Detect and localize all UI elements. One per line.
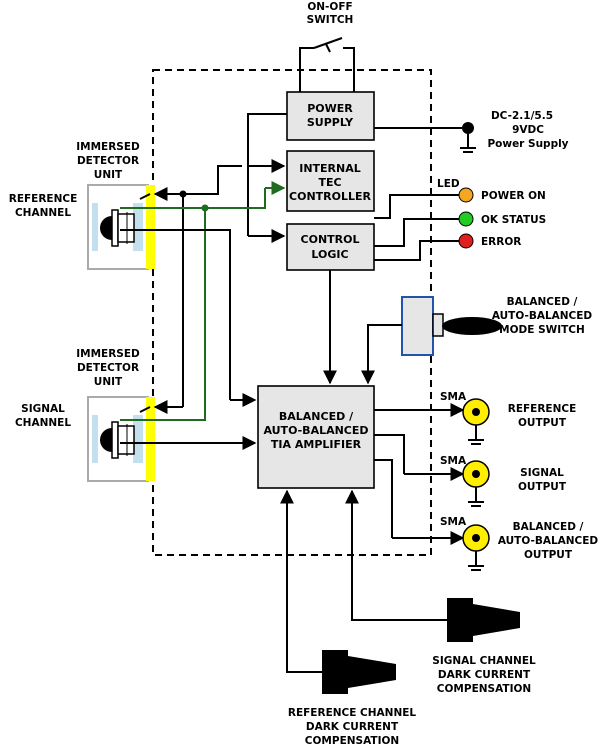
sig-window: [146, 397, 155, 481]
dc-jack-icon: [462, 122, 474, 134]
reference-detector-unit: IMMERSED DETECTOR UNIT REFERENCE CHANNEL: [9, 141, 155, 270]
mode-switch-knob-icon: [442, 317, 502, 335]
mode-switch-body: [401, 296, 434, 356]
signal-detector-unit: IMMERSED DETECTOR UNIT SIGNAL CHANNEL: [15, 348, 155, 482]
switch-label-1: ON-OFF: [307, 1, 352, 13]
tia-amplifier-block: BALANCED / AUTO-BALANCED TIA AMPLIFIER: [257, 385, 375, 489]
led-error-label: ERROR: [481, 236, 521, 248]
ref-channel-label-2: CHANNEL: [15, 207, 71, 219]
signal-comp-label-1: SIGNAL CHANNEL: [432, 655, 536, 667]
led-title: LED: [437, 178, 460, 190]
signal-comp-label-3: COMPENSATION: [437, 683, 531, 695]
control-logic-block: CONTROL LOGIC: [286, 223, 375, 271]
ref-channel-label-1: REFERENCE: [9, 193, 78, 205]
switch-lever: [313, 37, 343, 49]
ref-comp-label-1: REFERENCE CHANNEL: [288, 707, 417, 719]
ref-detector-title-2: DETECTOR: [77, 155, 139, 167]
led-ok-status-label: OK STATUS: [481, 214, 546, 226]
led-power-on-label: POWER ON: [481, 190, 546, 202]
ref-lens-icon: [100, 216, 112, 240]
sig-lens-icon: [100, 428, 112, 452]
power-supply-block: POWER SUPPLY: [286, 91, 375, 141]
sig-output-label-2: OUTPUT: [518, 481, 567, 493]
ref-detector-title-1: IMMERSED: [76, 141, 140, 153]
ref-comp-label-2: DARK CURRENT: [306, 721, 399, 733]
ref-output-label-1: REFERENCE: [508, 403, 577, 415]
tia-label-1: BALANCED /: [279, 410, 354, 423]
mode-switch[interactable]: BALANCED / AUTO-BALANCED MODE SWITCH: [401, 296, 593, 356]
control-label-1: CONTROL: [301, 233, 360, 246]
tec-controller-block: INTERNAL TEC CONTROLLER: [286, 150, 375, 212]
sig-channel-label-2: CHANNEL: [15, 417, 71, 429]
sma-ref-label: SMA: [440, 391, 467, 403]
sma-signal-output: SMA SIGNAL OUTPUT: [440, 455, 567, 507]
power-supply-label-2: SUPPLY: [307, 116, 354, 129]
control-label-2: LOGIC: [311, 248, 348, 261]
sig-detector-title-2: DETECTOR: [77, 362, 139, 374]
ref-window: [146, 185, 155, 269]
on-off-switch[interactable]: ON-OFF SWITCH: [299, 1, 355, 92]
sig-output-label-1: SIGNAL: [520, 467, 564, 479]
ref-output-label-2: OUTPUT: [518, 417, 567, 429]
dc-label-1: DC-2.1/5.5: [491, 110, 553, 122]
reference-knob-icon: [322, 650, 348, 694]
power-on-led-icon: [458, 187, 474, 203]
switch-label-2: SWITCH: [307, 14, 354, 26]
ok-status-led-icon: [458, 211, 474, 227]
sig-detector-title-3: UNIT: [94, 376, 123, 388]
ref-comp-label-3: COMPENSATION: [305, 735, 399, 747]
sma-sig-label: SMA: [440, 455, 467, 467]
ref-detector-title-3: UNIT: [94, 169, 123, 181]
error-led-icon: [458, 233, 474, 249]
tia-label-3: TIA AMPLIFIER: [271, 438, 362, 451]
mode-switch-label-3: MODE SWITCH: [499, 324, 585, 336]
dc-power-jack: DC-2.1/5.5 9VDC Power Supply: [374, 110, 569, 153]
sma-bal-label: SMA: [440, 516, 467, 528]
bal-output-label-3: OUTPUT: [524, 549, 573, 561]
tec-label-1: INTERNAL: [299, 162, 361, 175]
sig-detector-title-1: IMMERSED: [76, 348, 140, 360]
mode-switch-label-1: BALANCED /: [507, 296, 578, 308]
tec-label-2: TEC: [318, 176, 341, 189]
signal-knob-icon: [447, 598, 473, 642]
mode-switch-label-2: AUTO-BALANCED: [492, 310, 593, 322]
signal-compensation-knob[interactable]: SIGNAL CHANNEL DARK CURRENT COMPENSATION: [345, 489, 536, 695]
led-indicators: LED POWER ON OK STATUS ERROR: [374, 178, 546, 261]
sig-channel-label-1: SIGNAL: [21, 403, 65, 415]
bal-output-label-1: BALANCED /: [513, 521, 584, 533]
dc-label-2: 9VDC: [512, 124, 544, 136]
power-supply-label-1: POWER: [307, 102, 353, 115]
tec-label-3: CONTROLLER: [289, 190, 371, 203]
sma-reference-output: SMA REFERENCE OUTPUT: [440, 391, 577, 445]
tia-label-2: AUTO-BALANCED: [263, 424, 368, 437]
sma-balanced-output: SMA BALANCED / AUTO-BALANCED OUTPUT: [440, 516, 599, 571]
bal-output-label-2: AUTO-BALANCED: [498, 535, 599, 547]
dc-label-3: Power Supply: [487, 138, 568, 150]
reference-compensation-knob[interactable]: REFERENCE CHANNEL DARK CURRENT COMPENSAT…: [280, 489, 417, 747]
signal-comp-label-2: DARK CURRENT: [438, 669, 531, 681]
